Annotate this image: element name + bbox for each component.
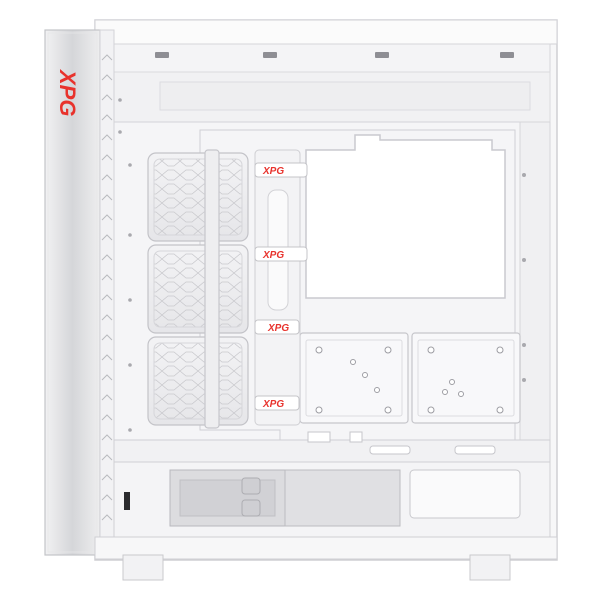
cpu-cutout [305,134,506,299]
strap-label-3: XPG [267,323,289,334]
front-panel [44,29,101,556]
top-rail-clips [155,52,514,58]
fan-frame-divider [204,149,220,429]
xpg-strap-3: XPG [254,319,300,335]
svg-text:XPG: XPG [55,68,80,116]
xpg-strap-4: XPG [254,395,300,411]
top-radiator-slot [159,81,531,111]
shroud-cutouts [307,431,496,455]
foot-right [469,554,511,581]
bottom-frame [94,536,558,560]
xpg-strap-2: XPG [254,246,308,262]
xpg-strap-1: XPG [254,162,308,178]
psu-mount [169,469,401,527]
fan-module-1 [147,152,249,242]
ssd-bracket-left [299,332,409,424]
strap-label-1: XPG [262,166,284,177]
xpg-logo-icon: XPG [55,68,80,116]
front-vent-chevrons [101,54,113,521]
rear-io-tab [124,492,130,510]
foot-left [122,554,164,581]
strap-label-4: XPG [262,399,284,410]
top-panel [94,19,558,45]
fan-module-2 [147,244,249,334]
top-rail [111,43,551,73]
ssd-bracket-right [411,332,521,424]
psu-vent-window [409,469,521,519]
fan-module-3 [147,336,249,426]
front-vent-column [99,29,115,556]
strap-label-2: XPG [262,250,284,261]
mount-rail-screws [118,98,132,432]
